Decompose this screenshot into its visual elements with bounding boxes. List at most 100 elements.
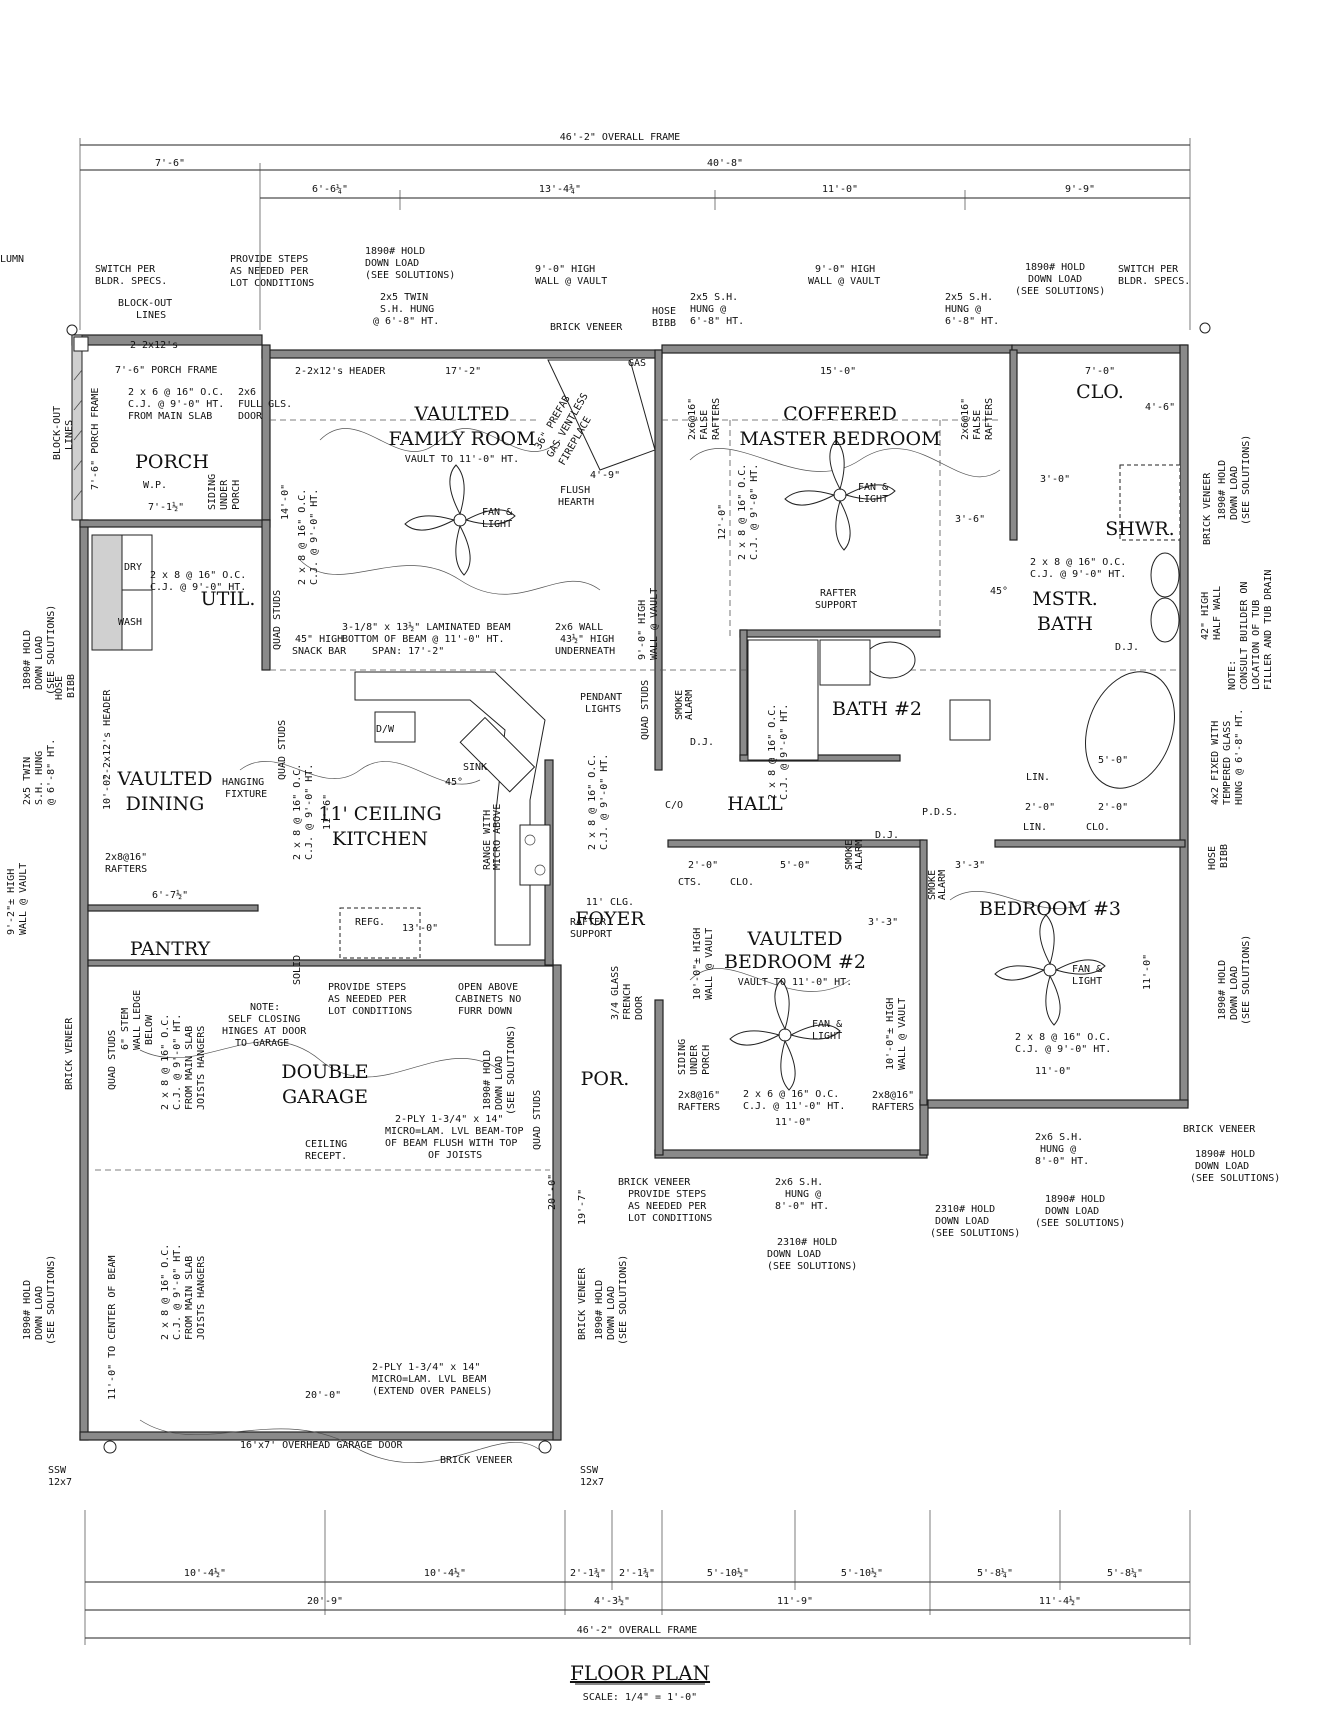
note-sh-4b: HUNG @	[1040, 1144, 1076, 1155]
note-bed2-dim: 11'-0"	[775, 1117, 811, 1128]
dim-bottom-row2-3: 11'-9"	[777, 1596, 813, 1607]
note-mb-cj: 2 x 8 @ 16" O.C.	[1030, 557, 1126, 568]
note-rafter-support-2b: SUPPORT	[570, 929, 612, 940]
note-garage-door: 16'x7' OVERHEAD GARAGE DOOR	[240, 1440, 404, 1451]
note-steps-2: PROVIDE STEPS	[328, 982, 406, 993]
note-mb-cj-side-b: C.J. @ 9'-0" HT.	[749, 464, 760, 560]
note-hold-4c: (SEE SOLUTIONS)	[1190, 1173, 1280, 1184]
note-garage-cj-1: 2 x 8 @ 16" O.C.	[160, 1014, 171, 1110]
top-dimensions: 46'-2" OVERALL FRAME 7'-6" 40'-8" 6'-6¼"…	[79, 132, 1191, 330]
room-garage-double: DOUBLE	[281, 1061, 368, 1083]
note-hold-4b: DOWN LOAD	[1195, 1161, 1249, 1172]
note-4-6: 4'-6"	[1145, 402, 1175, 413]
note-sh-2: 2x5 S.H.	[945, 292, 993, 303]
dim-bottom-7: 5'-8¼"	[977, 1567, 1013, 1579]
room-family-vaulted: VAULTED	[413, 403, 509, 425]
note-twin-1c: @ 6'-8" HT.	[373, 316, 439, 327]
note-wall-vault-1: 9'-0" HIGH	[535, 264, 595, 275]
note-19-7: 19'-7"	[577, 1189, 588, 1225]
note-garage-cj-2c: FROM MAIN SLAB	[184, 1256, 195, 1340]
room-master-coffered: COFFERED	[783, 403, 897, 425]
note-sh-1c: 6'-8" HT.	[690, 316, 744, 327]
note-twin-side-c: @ 6'-8" HT.	[46, 739, 57, 805]
note-ceiling-recept: CEILING	[305, 1139, 347, 1150]
note-20-0-side: 20'-0"	[547, 1174, 558, 1210]
note-french-door-b: FRENCH	[622, 984, 633, 1020]
ceiling-lines	[95, 419, 1180, 1171]
note-smoke-2: SMOKE	[844, 840, 855, 870]
note-3-3: 3'-3"	[868, 917, 898, 928]
bottom-dimensions: 10'-4½" 10'-4½" 2'-1¾" 2'-1¾" 5'-10½" 5'…	[84, 1510, 1191, 1645]
note-brick-1: BRICK VENEER	[550, 322, 623, 333]
note-rafter-support-b: SUPPORT	[815, 600, 857, 611]
note-siding-porch-b: UNDER	[219, 479, 230, 510]
note-wall-2x6: 2x6 WALL	[555, 622, 603, 633]
note-2x12: 2-2x12's	[130, 340, 178, 351]
note-hold-2b: DOWN LOAD	[1028, 274, 1082, 285]
note-mb-cj-side: 2 x 8 @ 16" O.C.	[737, 464, 748, 560]
note-porch-cj: 2 x 6 @ 16" O.C.	[128, 387, 224, 398]
note-hold-3b: DOWN LOAD	[1045, 1206, 1099, 1217]
note-wall-vault-2b: WALL @ VAULT	[808, 276, 880, 287]
note-ceiling-recept-b: RECEPT.	[305, 1151, 347, 1162]
note-quad-5: QUAD STUDS	[277, 720, 288, 780]
note-brick-side-2: BRICK VENEER	[577, 1267, 588, 1340]
note-wall-vault-5b: WALL @ VAULT	[897, 998, 908, 1070]
dim-seg1: 6'-6¼"	[312, 183, 348, 195]
dim-seg2: 13'-4¾"	[539, 183, 581, 195]
note-garage-cj-1b: C.J. @ 9'-0" HT.	[172, 1014, 183, 1110]
note-45-kitchen: 45°	[445, 777, 463, 788]
note-brick-4: BRICK VENEER	[1183, 1124, 1256, 1135]
note-twin-side-b: S.H. HUNG	[34, 751, 45, 805]
room-sink: SINK	[463, 762, 487, 773]
room-bath: BATH	[1037, 613, 1093, 635]
note-solid: SOLID	[292, 955, 303, 985]
note-smoke-1: SMOKE	[674, 690, 685, 720]
note-6-7: 6'-7½"	[152, 889, 188, 901]
note-steps-2b: AS NEEDED PER	[328, 994, 407, 1005]
note-door-b: FULL GLS.	[238, 399, 292, 410]
note-hold-3c: (SEE SOLUTIONS)	[1035, 1218, 1125, 1229]
note-false-rafters-2b: FALSE	[972, 410, 983, 440]
note-consult-c: LOCATION OF TUB	[1251, 600, 1262, 690]
room-clo2: CLO.	[730, 877, 754, 888]
note-bath2-cj-b: C.J. @ 9'-0" HT.	[779, 704, 790, 800]
room-bed2-sub: VAULT TO 11'-0" HT.	[738, 977, 852, 988]
annotations: LUMN SWITCH PER BLDR. SPECS. PROVIDE STE…	[0, 246, 1280, 1488]
note-dining-cj-b: C.J. @ 9'-0" HT.	[304, 764, 315, 860]
note-lvl-1b: MICRO=LAM. LVL BEAM-TOP	[385, 1126, 523, 1137]
note-hold-2c: (SEE SOLUTIONS)	[1015, 286, 1105, 297]
note-lvl-2c: (EXTEND OVER PANELS)	[372, 1386, 492, 1397]
note-wall-vault-4b: WALL @ VAULT	[704, 928, 715, 1000]
note-7-0: 7'-0"	[1085, 366, 1115, 377]
note-quad-1: QUAD STUDS	[107, 1030, 118, 1090]
note-blockout-b: LINES	[136, 310, 166, 321]
note-hold-side-4: 1890# HOLD	[482, 1050, 493, 1110]
note-sh-1b: HUNG @	[690, 304, 726, 315]
note-smoke-3b: ALARM	[937, 870, 948, 900]
note-hold-2: 1890# HOLD	[1025, 262, 1085, 273]
note-hanging-b: FIXTURE	[225, 789, 267, 800]
room-por: POR.	[581, 1068, 630, 1090]
note-gas: GAS	[628, 358, 646, 369]
note-fan-4: FAN &	[812, 1019, 842, 1030]
note-12-0: 12'-0"	[717, 504, 728, 540]
room-dw: D/W	[376, 724, 395, 735]
note-rafters-2b: RAFTERS	[872, 1102, 914, 1113]
note-wall-vault-5: 10'-0"± HIGH	[885, 998, 896, 1070]
note-kitchen-cj: 2 x 8 @ 16" O.C.	[587, 754, 598, 850]
note-2-0: 2'-0"	[688, 860, 718, 871]
note-stem-wall-b: WALL LEDGE	[132, 990, 143, 1050]
note-hold-4: 1890# HOLD	[1195, 1149, 1255, 1160]
note-stem-wall: 6" STEM	[120, 1008, 131, 1050]
note-quad-2: QUAD STUDS	[532, 1090, 543, 1150]
note-garage-cj-2b: C.J. @ 9'-0" HT.	[172, 1244, 183, 1340]
note-snack-b: SNACK BAR	[292, 646, 347, 657]
note-switch-1: SWITCH PER	[95, 264, 156, 275]
note-5-0: 5'-0"	[780, 860, 810, 871]
dim-overall-top: 46'-2" OVERALL FRAME	[560, 132, 680, 143]
fan-icon	[784, 439, 896, 551]
note-hold-side-4c: (SEE SOLUTIONS)	[506, 1025, 517, 1115]
note-beam-c: SPAN: 17'-2"	[372, 646, 444, 657]
room-hall: HALL	[727, 793, 783, 815]
